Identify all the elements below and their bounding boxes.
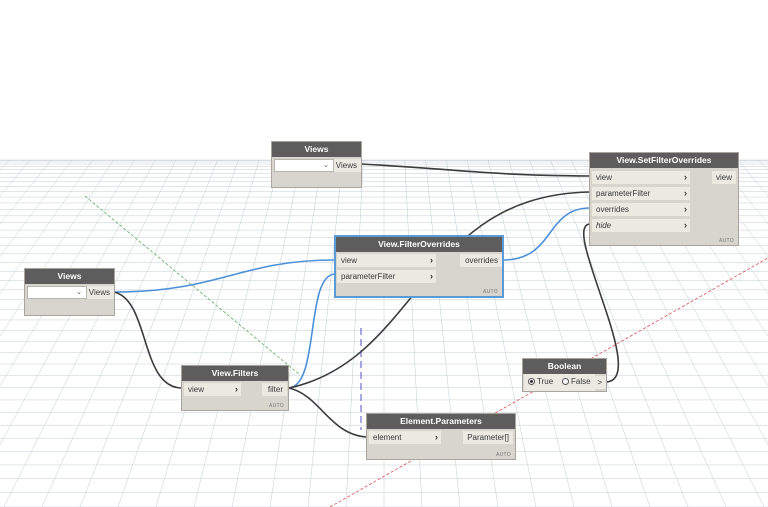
port-label: parameterFilter (596, 189, 651, 198)
false-radio[interactable]: False (562, 376, 591, 387)
grid-line (307, 159, 343, 507)
port-label: view (596, 173, 613, 182)
output-port-filter[interactable]: filter (262, 383, 287, 396)
boolean-node[interactable]: Boolean True False > (522, 358, 607, 392)
radio-empty-icon (562, 378, 569, 386)
output-port-views[interactable]: Views (87, 286, 114, 299)
wire-filter-to-filteroverrides-parameterfilter[interactable] (288, 273, 336, 389)
output-port-views[interactable]: Views (334, 159, 361, 172)
lacing-label: AUTO (269, 403, 284, 409)
views-dropdown[interactable]: ⌄ (274, 159, 334, 172)
grid-line (3, 159, 177, 507)
input-port-overrides[interactable]: overrides › (592, 203, 690, 216)
grid-line (529, 159, 651, 507)
chevron-right-icon: › (684, 204, 687, 214)
grid-line (695, 159, 768, 258)
filter-overrides-node[interactable]: View.FilterOverrides view › parameterFil… (334, 235, 504, 298)
grid-line (508, 159, 613, 507)
grid-line (79, 159, 218, 507)
chevron-right-icon: › (235, 384, 238, 394)
grid-line (0, 159, 156, 446)
port-label: view (188, 385, 205, 394)
grid-line (193, 159, 281, 507)
wire-views-top-to-set-view[interactable] (360, 163, 591, 177)
chevron-right-icon: › (435, 432, 438, 442)
chevron-right-icon: › (430, 255, 433, 265)
views-node-left[interactable]: Views ⌄ Views (24, 268, 115, 316)
input-port-element[interactable]: element › (369, 431, 441, 444)
views-dropdown[interactable]: ⌄ (27, 286, 87, 299)
chevron-right-icon: › (430, 271, 433, 281)
input-port-view[interactable]: view › (592, 171, 690, 184)
views-node-top[interactable]: Views ⌄ Views (271, 141, 362, 188)
output-port-parameters[interactable]: Parameter[] (463, 431, 513, 444)
grid-line (0, 159, 10, 171)
input-port-hide[interactable]: hide › (592, 219, 690, 232)
wire-filter-to-element-parameters[interactable] (288, 387, 368, 438)
grid-line (0, 159, 73, 258)
node-title: View.Filters (182, 366, 288, 381)
chevron-right-icon: › (684, 220, 687, 230)
grid-line (155, 159, 260, 507)
input-port-view[interactable]: view › (337, 254, 436, 267)
wire-views-left-to-filteroverrides-view[interactable] (113, 259, 336, 293)
radio-selected-icon (528, 378, 535, 386)
output-port-overrides[interactable]: overrides (460, 254, 502, 267)
true-label: True (537, 377, 554, 386)
grid-line (345, 159, 364, 507)
grid-line (758, 159, 768, 171)
grid-line (41, 159, 197, 507)
view-filters-node[interactable]: View.Filters view › filter AUTO (181, 365, 289, 411)
grid-line (117, 159, 239, 507)
grid-line (737, 159, 768, 197)
grid-line (0, 159, 93, 295)
chevron-right-icon: › (684, 188, 687, 198)
chevron-down-icon: ⌄ (76, 289, 82, 296)
input-port-view[interactable]: view › (184, 383, 241, 396)
grid-line (269, 159, 322, 507)
grid-line (466, 159, 537, 507)
node-title: View.FilterOverrides (336, 237, 502, 252)
output-port-boolean[interactable]: > (595, 376, 606, 389)
port-label: overrides (596, 205, 629, 214)
set-filter-overrides-node[interactable]: View.SetFilterOverrides view › parameter… (589, 152, 739, 246)
port-label: parameterFilter (341, 272, 396, 281)
grid-line (0, 159, 135, 387)
port-label: hide (596, 221, 612, 230)
port-label: view (341, 256, 358, 265)
wire-overrides-to-set-overrides[interactable] (502, 207, 591, 261)
node-title: Element.Parameters (367, 414, 515, 429)
true-radio[interactable]: True (528, 376, 553, 387)
grid-line (0, 159, 52, 225)
output-port-view[interactable]: view (712, 171, 736, 184)
element-parameters-node[interactable]: Element.Parameters element › Parameter[]… (366, 413, 516, 460)
node-title: Boolean (523, 359, 606, 374)
grid-line (716, 159, 768, 225)
lacing-label: AUTO (496, 452, 511, 458)
input-port-parameterfilter[interactable]: parameterFilter › (592, 187, 690, 200)
grid-line (0, 159, 31, 197)
node-title: Views (272, 142, 361, 157)
wire-boolean-to-set-hide[interactable] (583, 223, 620, 383)
boolean-toggle: True False (524, 374, 595, 391)
node-title: Views (25, 269, 114, 284)
grid-line (231, 159, 302, 507)
chevron-down-icon: ⌄ (323, 162, 329, 169)
wire-views-left-to-viewfilters[interactable] (113, 291, 183, 389)
grid-line (487, 159, 575, 507)
z-axis-line (84, 195, 301, 376)
chevron-right-icon: › (684, 172, 687, 182)
port-label: element (373, 433, 402, 442)
lacing-label: AUTO (483, 289, 498, 295)
lacing-label: AUTO (719, 238, 734, 244)
grid-line (0, 159, 114, 337)
grid-line (550, 159, 689, 507)
node-title: View.SetFilterOverrides (590, 153, 738, 168)
input-port-parameterfilter[interactable]: parameterFilter › (337, 270, 436, 283)
false-label: False (571, 377, 591, 386)
